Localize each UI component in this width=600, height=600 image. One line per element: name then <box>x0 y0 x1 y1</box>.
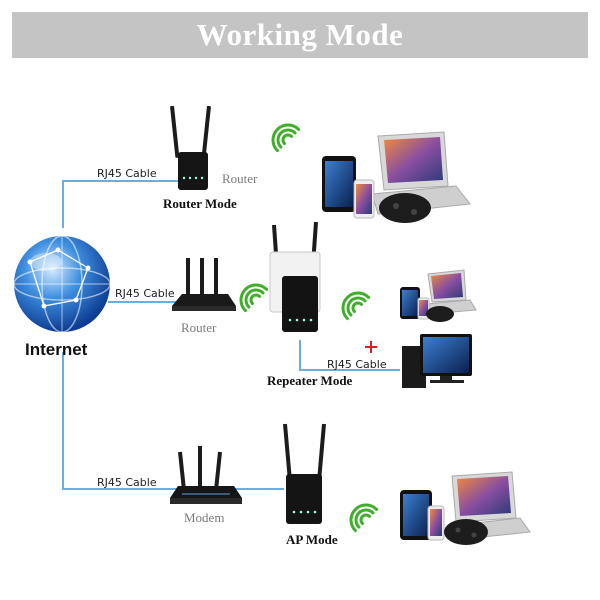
extender-router-mode-icon <box>170 105 211 190</box>
extender-repeater-icon <box>269 221 321 332</box>
wifi-icon <box>341 291 371 321</box>
cable-label-repeater-mode: RJ45 Cable <box>115 287 175 300</box>
cable-line-router-mode <box>62 180 180 228</box>
wifi-icon <box>271 123 301 153</box>
cable-label-repeater-pc: RJ45 Cable <box>327 358 387 371</box>
client-devices-middle-icon <box>400 269 477 322</box>
wifi-icon <box>349 503 379 533</box>
extender-ap-icon <box>283 423 326 524</box>
device-label-router-middle: Router <box>181 320 217 335</box>
plus-icon <box>365 341 377 353</box>
mode-label-ap: AP Mode <box>286 532 338 547</box>
cable-line-ap <box>62 352 284 490</box>
client-devices-top-icon <box>322 131 471 223</box>
mode-label-router: Router Mode <box>163 196 237 211</box>
cable-label-router-mode: RJ45 Cable <box>97 167 157 180</box>
title-banner: Working Mode <box>12 12 588 58</box>
wifi-icon <box>239 283 269 313</box>
internet-globe-icon <box>13 235 111 333</box>
cable-label-ap-mode: RJ45 Cable <box>97 476 157 489</box>
cable-line-repeater-pc <box>299 340 400 371</box>
modem-icon <box>170 446 242 504</box>
mode-label-repeater: Repeater Mode <box>267 373 353 388</box>
cable-lines <box>62 180 400 490</box>
desktop-pc-icon <box>402 334 472 388</box>
page-title: Working Mode <box>196 17 404 52</box>
router-icon <box>172 258 236 311</box>
internet-label: Internet <box>25 340 88 359</box>
device-label-modem: Modem <box>184 510 225 525</box>
device-label-router-small: Router <box>222 171 258 186</box>
client-devices-bottom-icon <box>400 471 531 545</box>
